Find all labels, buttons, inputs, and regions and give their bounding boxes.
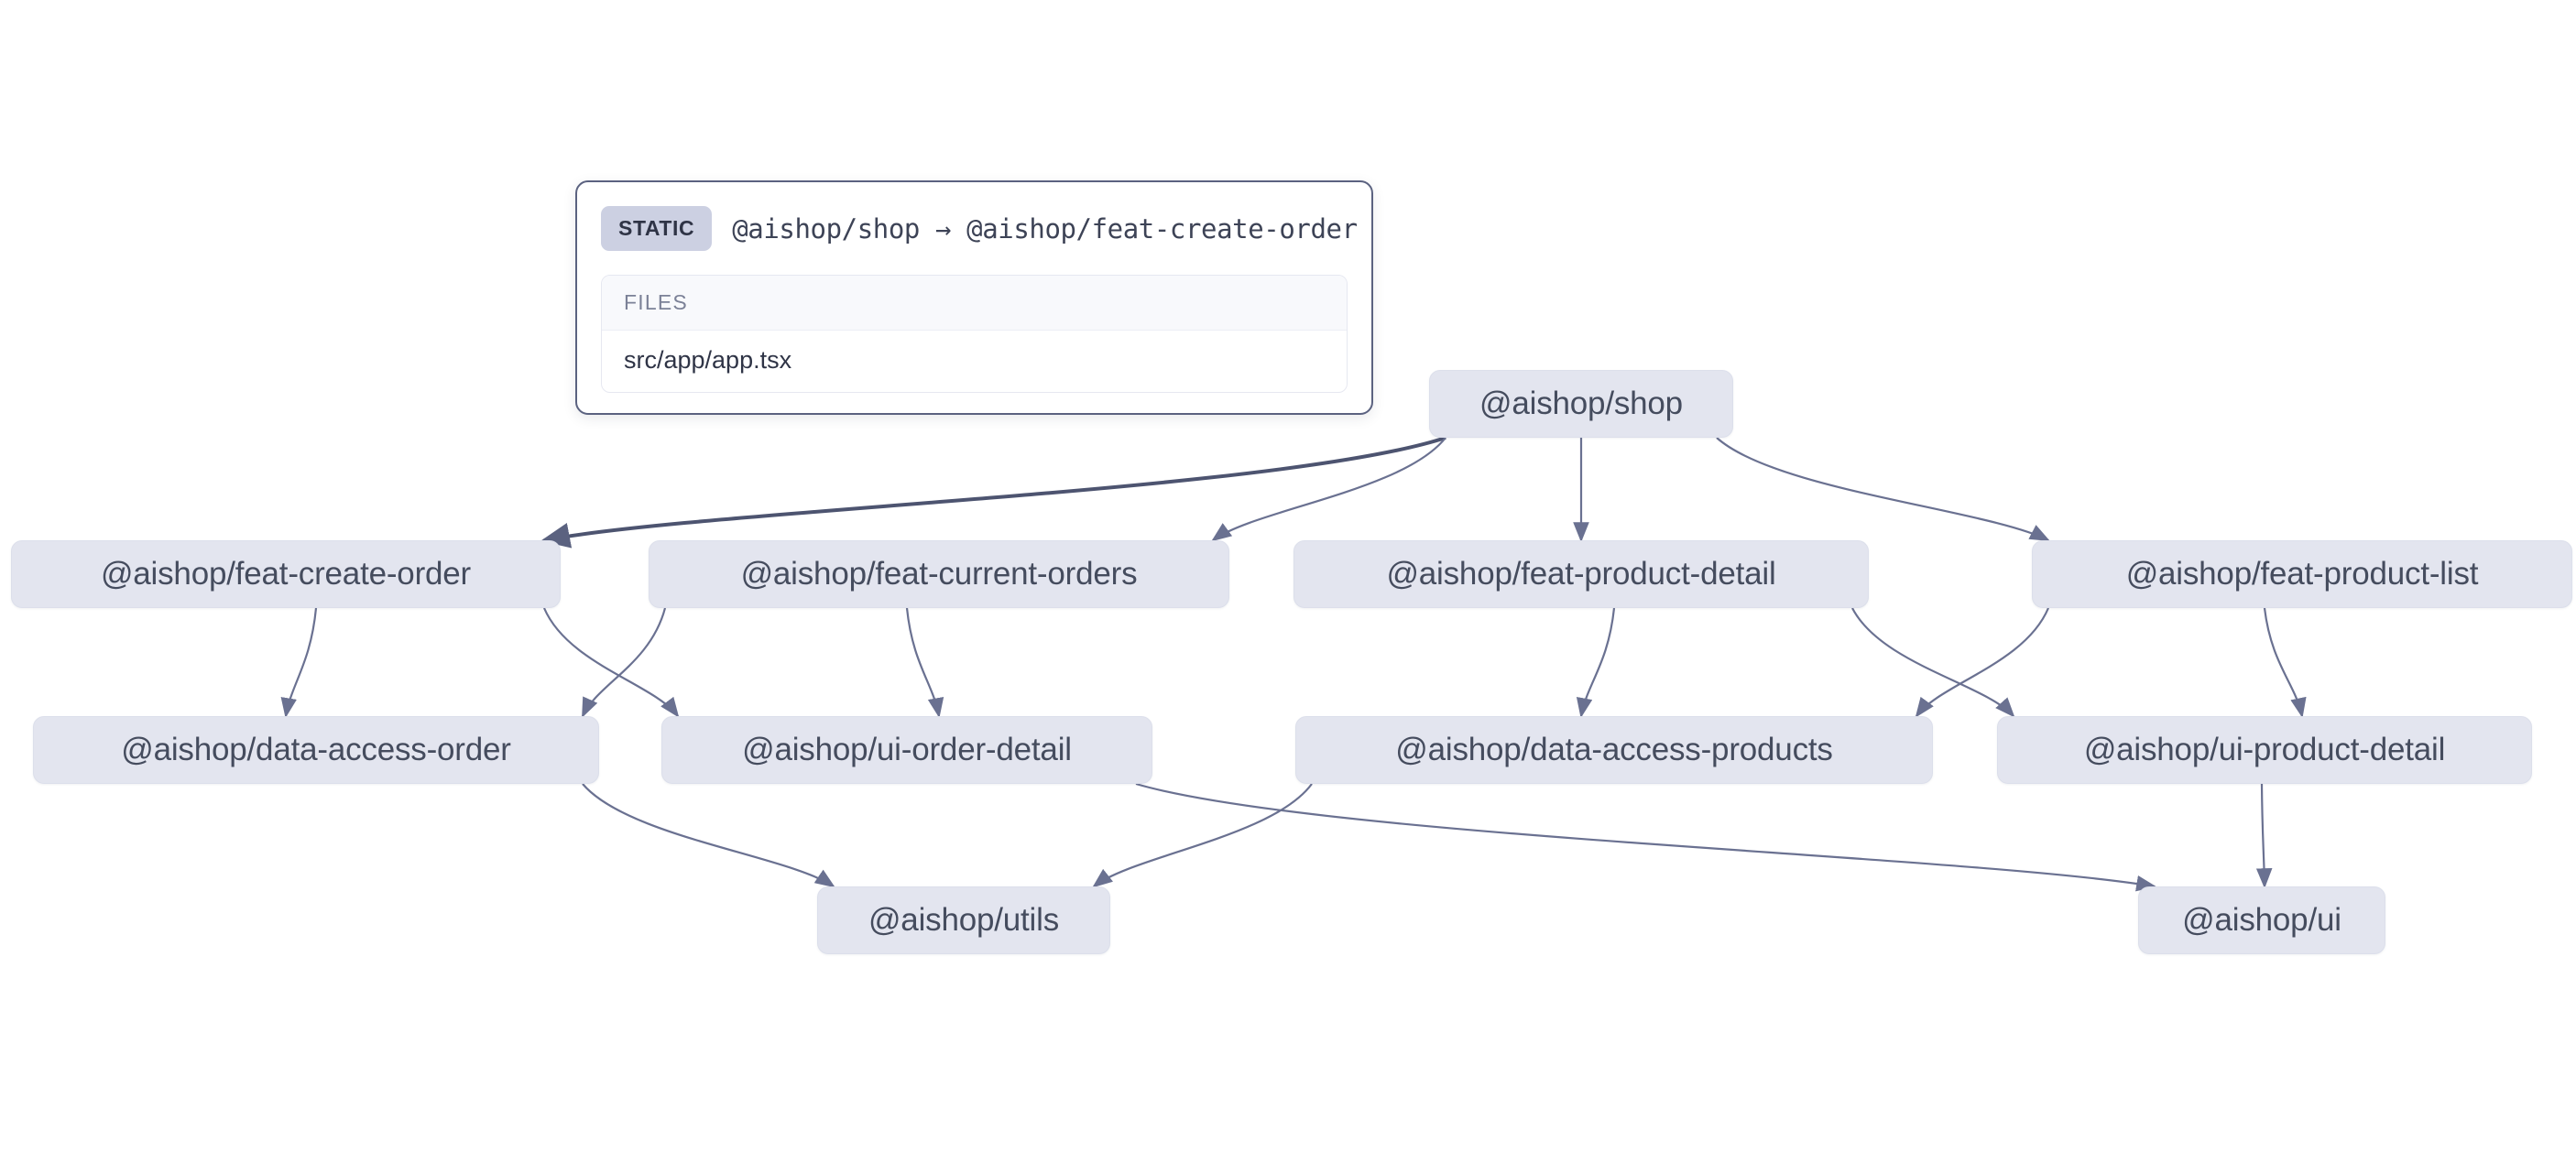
graph-edge-shop-to-feat-product-list[interactable] — [1716, 437, 2050, 542]
graph-node-feat-create-order[interactable]: @aishop/feat-create-order — [11, 540, 561, 608]
graph-node-shop[interactable]: @aishop/shop — [1429, 370, 1733, 438]
graph-node-ui[interactable]: @aishop/ui — [2138, 886, 2385, 954]
graph-edge-data-access-products-to-utils[interactable] — [1092, 783, 1313, 888]
graph-edge-ui-product-detail-to-ui[interactable] — [2255, 783, 2273, 889]
graph-edge-feat-current-orders-to-data-access-order[interactable] — [582, 607, 667, 718]
graph-node-feat-current-orders[interactable]: @aishop/feat-current-orders — [649, 540, 1229, 608]
graph-edge-shop-to-feat-create-order[interactable] — [540, 436, 1446, 549]
graph-node-label: @aishop/ui — [2182, 902, 2341, 938]
graph-edge-feat-product-list-to-ui-product-detail[interactable] — [2263, 607, 2307, 719]
graph-edge-feat-create-order-to-data-access-order[interactable] — [280, 607, 318, 719]
graph-edge-data-access-order-to-utils[interactable] — [582, 783, 835, 888]
detail-card-title: @aishop/shop → @aishop/feat-create-order — [732, 212, 1358, 245]
graph-node-label: @aishop/feat-create-order — [100, 556, 472, 592]
graph-edge-ui-order-detail-to-ui[interactable] — [1135, 782, 2157, 892]
graph-node-label: @aishop/feat-current-orders — [740, 556, 1138, 592]
graph-node-label: @aishop/ui-product-detail — [2083, 732, 2446, 767]
graph-node-ui-product-detail[interactable]: @aishop/ui-product-detail — [1997, 716, 2532, 784]
graph-edge-feat-current-orders-to-ui-order-detail[interactable] — [905, 607, 944, 719]
graph-node-feat-product-detail[interactable]: @aishop/feat-product-detail — [1293, 540, 1869, 608]
graph-node-label: @aishop/data-access-products — [1395, 732, 1833, 767]
graph-node-label: @aishop/feat-product-detail — [1386, 556, 1776, 592]
graph-node-data-access-order[interactable]: @aishop/data-access-order — [33, 716, 599, 784]
graph-node-utils[interactable]: @aishop/utils — [817, 886, 1110, 954]
graph-node-data-access-products[interactable]: @aishop/data-access-products — [1295, 716, 1933, 784]
files-panel: FILES src/app/app.tsx — [601, 275, 1348, 393]
graph-node-label: @aishop/data-access-order — [121, 732, 511, 767]
graph-edge-feat-product-detail-to-data-access-products[interactable] — [1576, 607, 1616, 719]
graph-node-label: @aishop/shop — [1479, 386, 1683, 421]
graph-edge-feat-create-order-to-ui-order-detail[interactable] — [542, 607, 680, 718]
file-row[interactable]: src/app/app.tsx — [624, 346, 792, 374]
static-badge: STATIC — [601, 206, 713, 251]
files-header-label: FILES — [602, 276, 1347, 331]
graph-node-ui-order-detail[interactable]: @aishop/ui-order-detail — [661, 716, 1152, 784]
graph-node-feat-product-list[interactable]: @aishop/feat-product-list — [2032, 540, 2572, 608]
graph-edge-feat-product-list-to-data-access-products[interactable] — [1915, 607, 2050, 718]
graph-node-label: @aishop/utils — [868, 902, 1060, 938]
graph-node-label: @aishop/ui-order-detail — [742, 732, 1072, 767]
graph-edge-shop-to-feat-current-orders[interactable] — [1211, 437, 1446, 542]
files-list: src/app/app.tsx — [602, 331, 1347, 392]
graph-edge-feat-product-detail-to-ui-product-detail[interactable] — [1851, 607, 2015, 718]
graph-node-label: @aishop/feat-product-list — [2125, 556, 2479, 592]
edge-detail-card[interactable]: STATIC @aishop/shop → @aishop/feat-creat… — [575, 180, 1373, 415]
detail-card-header: STATIC @aishop/shop → @aishop/feat-creat… — [601, 206, 1358, 251]
